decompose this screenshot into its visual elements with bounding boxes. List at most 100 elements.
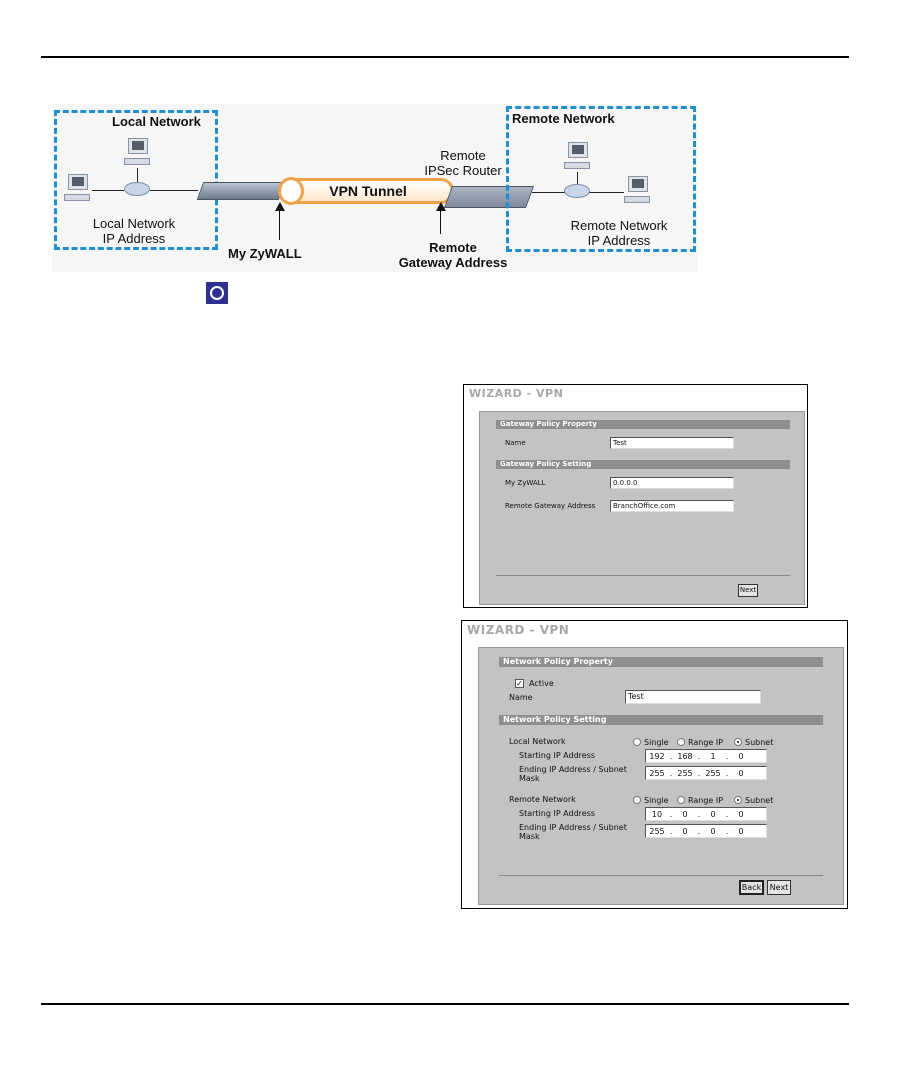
local-network-label: Local Network bbox=[509, 737, 566, 746]
remote-gateway-label: Remote Gateway Address bbox=[398, 240, 508, 270]
local-range-radio[interactable] bbox=[677, 738, 685, 746]
local-subnet-radio[interactable] bbox=[734, 738, 742, 746]
ip-octet[interactable]: 255 bbox=[649, 768, 665, 778]
ip-dot: . bbox=[725, 751, 729, 761]
wizard-body: Network Policy Property ✓ Active Name Te… bbox=[478, 647, 844, 905]
remote-subnet-label: Subnet bbox=[745, 796, 774, 805]
divider bbox=[499, 875, 823, 876]
ip-octet[interactable]: 168 bbox=[677, 751, 693, 761]
next-button[interactable]: Next bbox=[738, 584, 758, 597]
section-gateway-policy-setting: Gateway Policy Setting bbox=[496, 460, 790, 469]
ip-dot: . bbox=[669, 751, 673, 761]
local-start-ip-label: Starting IP Address bbox=[519, 751, 596, 760]
computer-icon bbox=[564, 142, 590, 172]
ip-octet[interactable]: 0 bbox=[682, 826, 688, 836]
arrow-line bbox=[279, 210, 280, 240]
tunnel-end-icon bbox=[278, 177, 304, 205]
local-network-title: Local Network bbox=[112, 114, 201, 129]
ip-octet[interactable]: 10 bbox=[651, 809, 663, 819]
name-input[interactable]: Test bbox=[610, 437, 734, 449]
header-rule bbox=[41, 56, 849, 58]
wizard-icon bbox=[206, 282, 228, 304]
local-network-ip-label: Local Network IP Address bbox=[92, 216, 176, 246]
ip-dot: . bbox=[669, 809, 673, 819]
name-label: Name bbox=[509, 693, 533, 702]
section-gateway-policy-property: Gateway Policy Property bbox=[496, 420, 790, 429]
arrow-icon bbox=[436, 202, 446, 211]
local-end-ip-input[interactable]: 255. 255. 255. 0 bbox=[645, 766, 767, 780]
remote-start-ip-input[interactable]: 10. 0. 0. 0 bbox=[645, 807, 767, 821]
remote-router-label: Remote IPSec Router bbox=[424, 148, 502, 178]
remote-gateway-label: Remote Gateway Address bbox=[505, 502, 596, 510]
local-single-radio[interactable] bbox=[633, 738, 641, 746]
ip-dot: . bbox=[669, 768, 673, 778]
remote-network-title: Remote Network bbox=[512, 111, 615, 126]
section-network-policy-property: Network Policy Property bbox=[499, 657, 823, 667]
active-label: Active bbox=[529, 679, 554, 688]
local-range-label: Range IP bbox=[688, 738, 724, 747]
network-cable bbox=[150, 190, 198, 191]
my-zywall-input[interactable]: 0.0.0.0 bbox=[610, 477, 734, 489]
footer-rule bbox=[41, 1003, 849, 1005]
zywall-device-icon bbox=[196, 182, 286, 200]
wizard-body: Gateway Policy Property Name Test Gatewa… bbox=[479, 411, 805, 605]
local-single-label: Single bbox=[644, 738, 669, 747]
ip-octet[interactable]: 255 bbox=[705, 768, 721, 778]
ip-octet[interactable]: 255 bbox=[649, 826, 665, 836]
remote-single-label: Single bbox=[644, 796, 669, 805]
ip-octet[interactable]: 1 bbox=[710, 751, 716, 761]
ip-dot: . bbox=[725, 768, 729, 778]
network-cable bbox=[590, 192, 624, 193]
ip-dot: . bbox=[697, 826, 701, 836]
remote-end-ip-input[interactable]: 255. 0. 0. 0 bbox=[645, 824, 767, 838]
ip-dot: . bbox=[697, 751, 701, 761]
section-network-policy-setting: Network Policy Setting bbox=[499, 715, 823, 725]
ip-octet[interactable]: 0 bbox=[738, 751, 744, 761]
my-zywall-label: My ZyWALL bbox=[228, 246, 302, 261]
ip-octet[interactable]: 0 bbox=[710, 809, 716, 819]
remote-network-ip-label: Remote Network IP Address bbox=[570, 218, 668, 248]
active-checkbox[interactable]: ✓ bbox=[515, 679, 524, 688]
ip-octet[interactable]: 0 bbox=[710, 826, 716, 836]
ip-dot: . bbox=[697, 768, 701, 778]
remote-subnet-radio[interactable] bbox=[734, 796, 742, 804]
my-zywall-label: My ZyWALL bbox=[505, 479, 546, 487]
computer-icon bbox=[124, 138, 150, 168]
vpn-diagram: Local Network Local Network IP Address V… bbox=[52, 104, 698, 272]
computer-icon bbox=[624, 176, 650, 206]
local-end-ip-label: Ending IP Address / Subnet Mask bbox=[519, 765, 627, 783]
ip-dot: . bbox=[697, 809, 701, 819]
ip-octet[interactable]: 0 bbox=[738, 826, 744, 836]
network-cable bbox=[532, 192, 592, 193]
hub-icon bbox=[124, 182, 150, 196]
ip-octet[interactable]: 0 bbox=[738, 768, 744, 778]
ip-dot: . bbox=[669, 826, 673, 836]
local-network-box bbox=[54, 110, 218, 250]
network-cable bbox=[92, 190, 124, 191]
vpn-tunnel: VPN Tunnel bbox=[282, 178, 454, 204]
remote-gateway-input[interactable]: BranchOffice.com bbox=[610, 500, 734, 512]
hub-icon bbox=[564, 184, 590, 198]
wizard-gateway-screenshot: WIZARD - VPN Gateway Policy Property Nam… bbox=[463, 384, 808, 608]
ip-dot: . bbox=[725, 809, 729, 819]
ip-octet[interactable]: 192 bbox=[649, 751, 665, 761]
arrow-line bbox=[440, 210, 441, 234]
remote-network-label: Remote Network bbox=[509, 795, 576, 804]
name-input[interactable]: Test bbox=[625, 690, 761, 704]
ip-octet[interactable]: 255 bbox=[677, 768, 693, 778]
next-button[interactable]: Next bbox=[767, 880, 791, 895]
remote-range-label: Range IP bbox=[688, 796, 724, 805]
name-label: Name bbox=[505, 439, 526, 447]
wizard-title: WIZARD - VPN bbox=[467, 623, 570, 637]
ip-octet[interactable]: 0 bbox=[682, 809, 688, 819]
ip-dot: . bbox=[725, 826, 729, 836]
local-start-ip-input[interactable]: 192. 168. 1. 0 bbox=[645, 749, 767, 763]
remote-range-radio[interactable] bbox=[677, 796, 685, 804]
local-subnet-label: Subnet bbox=[745, 738, 774, 747]
ip-octet[interactable]: 0 bbox=[738, 809, 744, 819]
network-cable bbox=[577, 172, 578, 184]
remote-end-ip-label: Ending IP Address / Subnet Mask bbox=[519, 823, 627, 841]
remote-single-radio[interactable] bbox=[633, 796, 641, 804]
back-button[interactable]: Back bbox=[739, 880, 764, 895]
divider bbox=[496, 575, 790, 576]
